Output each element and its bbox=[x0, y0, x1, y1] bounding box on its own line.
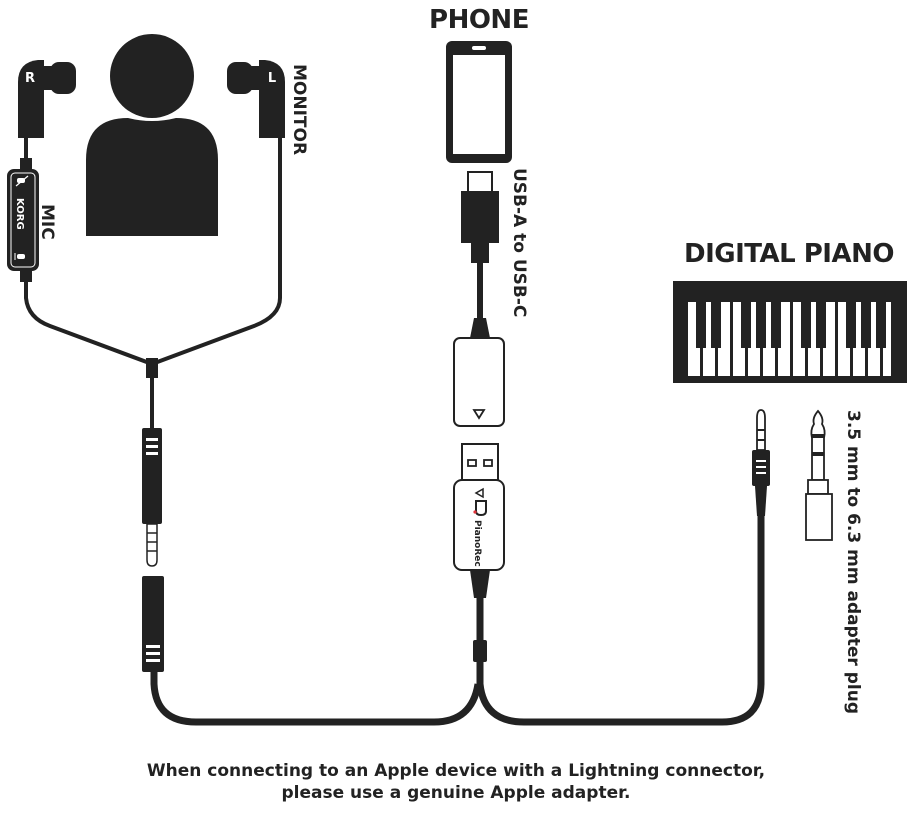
digital-piano-label: DIGITAL PIANO bbox=[684, 239, 894, 269]
apple-adapter-note: When connecting to an Apple device with … bbox=[0, 760, 912, 804]
mic-label: MIC bbox=[37, 204, 57, 240]
usb-cable-label: USB-A to USB-C bbox=[509, 168, 529, 317]
headset-jack-icon bbox=[142, 576, 164, 672]
headset-plug-icon bbox=[142, 428, 162, 567]
monitor-label: MONITOR bbox=[289, 64, 309, 155]
person-icon bbox=[86, 34, 218, 236]
earbud-right-icon: R bbox=[18, 60, 76, 138]
mic-mute-icon bbox=[15, 175, 29, 187]
mic-remote: KORG bbox=[7, 158, 39, 282]
note-line-2: please use a genuine Apple adapter. bbox=[281, 783, 631, 803]
pianorec-logo-icon bbox=[473, 500, 487, 517]
mic-icon bbox=[14, 253, 25, 260]
phone-label: PHONE bbox=[429, 5, 529, 35]
earbud-left-icon: L bbox=[227, 60, 285, 138]
cable-ferrite-icon bbox=[473, 640, 487, 662]
phone-icon bbox=[446, 41, 512, 163]
stereo-mini-plug-icon bbox=[752, 409, 770, 516]
usb-a-socket-icon bbox=[453, 337, 505, 427]
earbud-right-label: R bbox=[25, 71, 35, 86]
piano-keyboard-icon bbox=[673, 281, 907, 383]
phone-plug-adapter-icon bbox=[805, 409, 833, 541]
earbud-left-label: L bbox=[268, 71, 276, 86]
note-line-1: When connecting to an Apple device with … bbox=[146, 761, 766, 781]
adapter-plug-label: 3.5 mm to 6.3 mm adapter plug bbox=[843, 410, 863, 714]
pianorec-label: PianoRec bbox=[472, 520, 482, 567]
mic-brand-label: KORG bbox=[14, 198, 25, 230]
usb-c-plug-icon bbox=[461, 171, 499, 338]
pianorec-usb-interface: PianoRec bbox=[453, 443, 505, 598]
